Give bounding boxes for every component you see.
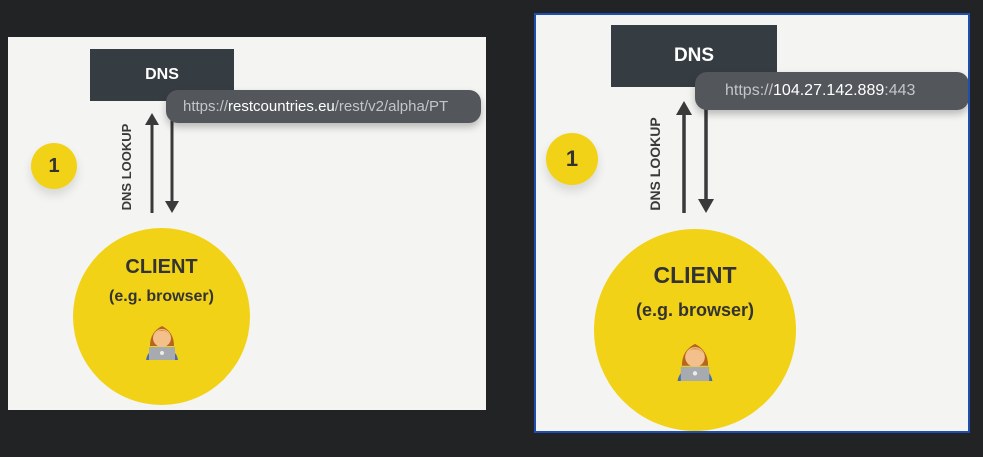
dns-lookup-label: DNS LOOKUP (119, 123, 134, 211)
url-pill: https://restcountries.eu/rest/v2/alpha/P… (166, 90, 481, 123)
dns-server-box: DNS (90, 49, 234, 101)
url-scheme: https:// (183, 98, 229, 115)
person-laptop-icon (677, 343, 713, 381)
url-domain: restcountries.eu (228, 98, 335, 115)
url-port: :443 (884, 82, 916, 99)
client-circle: CLIENT (e.g. browser) (73, 228, 250, 405)
client-subtitle: (e.g. browser) (635, 300, 755, 320)
step-number-badge: 1 (31, 143, 77, 189)
url-scheme: https:// (725, 82, 774, 99)
client-circle: CLIENT (e.g. browser) (594, 229, 796, 431)
dns-label: DNS (145, 66, 179, 83)
lookup-arrows (676, 97, 714, 213)
url-ip-address: 104.27.142.889 (773, 82, 885, 99)
url-path: /rest/v2/alpha/PT (334, 98, 449, 115)
client-subtitle: (e.g. browser) (109, 288, 214, 305)
dns-label: DNS (673, 45, 715, 66)
dns-lookup-label: DNS LOOKUP (647, 117, 663, 211)
client-title: CLIENT (653, 262, 737, 288)
diagram-panel-left: DNS https://restcountries.eu/rest/v2/alp… (8, 37, 486, 410)
url-pill: https://104.27.142.889:443 (695, 72, 968, 110)
lookup-arrows (145, 107, 179, 213)
client-title: CLIENT (125, 256, 198, 278)
person-laptop-icon (145, 326, 178, 360)
step-number-badge: 1 (546, 133, 598, 185)
diagram-panel-right: DNS https://104.27.142.889:443 1 DNS LOO… (534, 13, 970, 433)
